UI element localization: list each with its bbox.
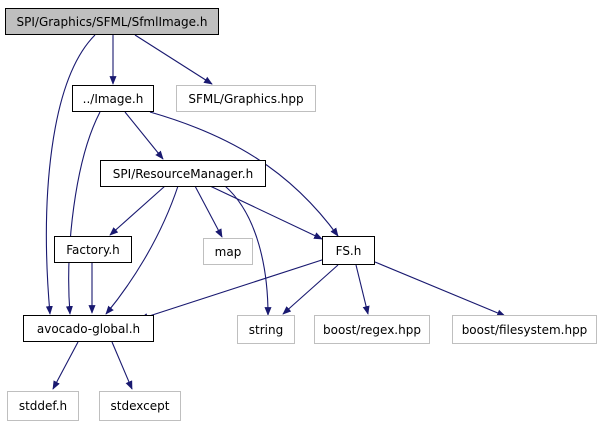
node-boost-regex-hpp[interactable]: boost/regex.hpp <box>314 315 430 344</box>
edge-fs-string <box>282 264 339 315</box>
node-image-h[interactable]: ../Image.h <box>72 85 154 112</box>
edge-avocadoglobal-stddef <box>52 341 79 390</box>
edge-fs-avocadoglobal <box>139 257 329 320</box>
edge-image-resourcemanager <box>124 111 164 160</box>
edge-resourcemanager-factory <box>109 185 166 236</box>
node-resource-manager-h[interactable]: SPI/ResourceManager.h <box>100 160 266 187</box>
node-fs-h[interactable]: FS.h <box>322 236 375 265</box>
node-string[interactable]: string <box>237 315 295 344</box>
node-boost-filesystem-hpp[interactable]: boost/filesystem.hpp <box>452 315 597 344</box>
edge-resourcemanager-avocadoglobal <box>105 185 179 315</box>
edge-resourcemanager-fs <box>209 185 323 240</box>
edge-resourcemanager-string <box>224 185 272 316</box>
edge-fs-boostfilesystem <box>374 261 506 317</box>
edge-sfmlimage-avocadoglobal <box>45 34 96 315</box>
node-sfml-graphics-hpp[interactable]: SFML/Graphics.hpp <box>176 85 316 112</box>
node-stdexcept[interactable]: stdexcept <box>99 391 181 421</box>
edge-image-fs <box>149 111 339 237</box>
node-stddef-h[interactable]: stddef.h <box>7 391 79 421</box>
node-sfml-image-h[interactable]: SPI/Graphics/SFML/SfmlImage.h <box>5 8 219 35</box>
edge-fs-boostregex <box>355 264 370 315</box>
node-factory-h[interactable]: Factory.h <box>54 236 132 263</box>
node-avocado-global-h[interactable]: avocado-global.h <box>23 315 154 342</box>
edge-avocadoglobal-stdexcept <box>111 341 133 390</box>
edge-resourcemanager-map <box>194 185 223 238</box>
edge-sfmlimage-sfmlgraphics <box>134 34 213 85</box>
edge-image-avocadoglobal <box>65 111 101 315</box>
node-map[interactable]: map <box>203 238 253 265</box>
